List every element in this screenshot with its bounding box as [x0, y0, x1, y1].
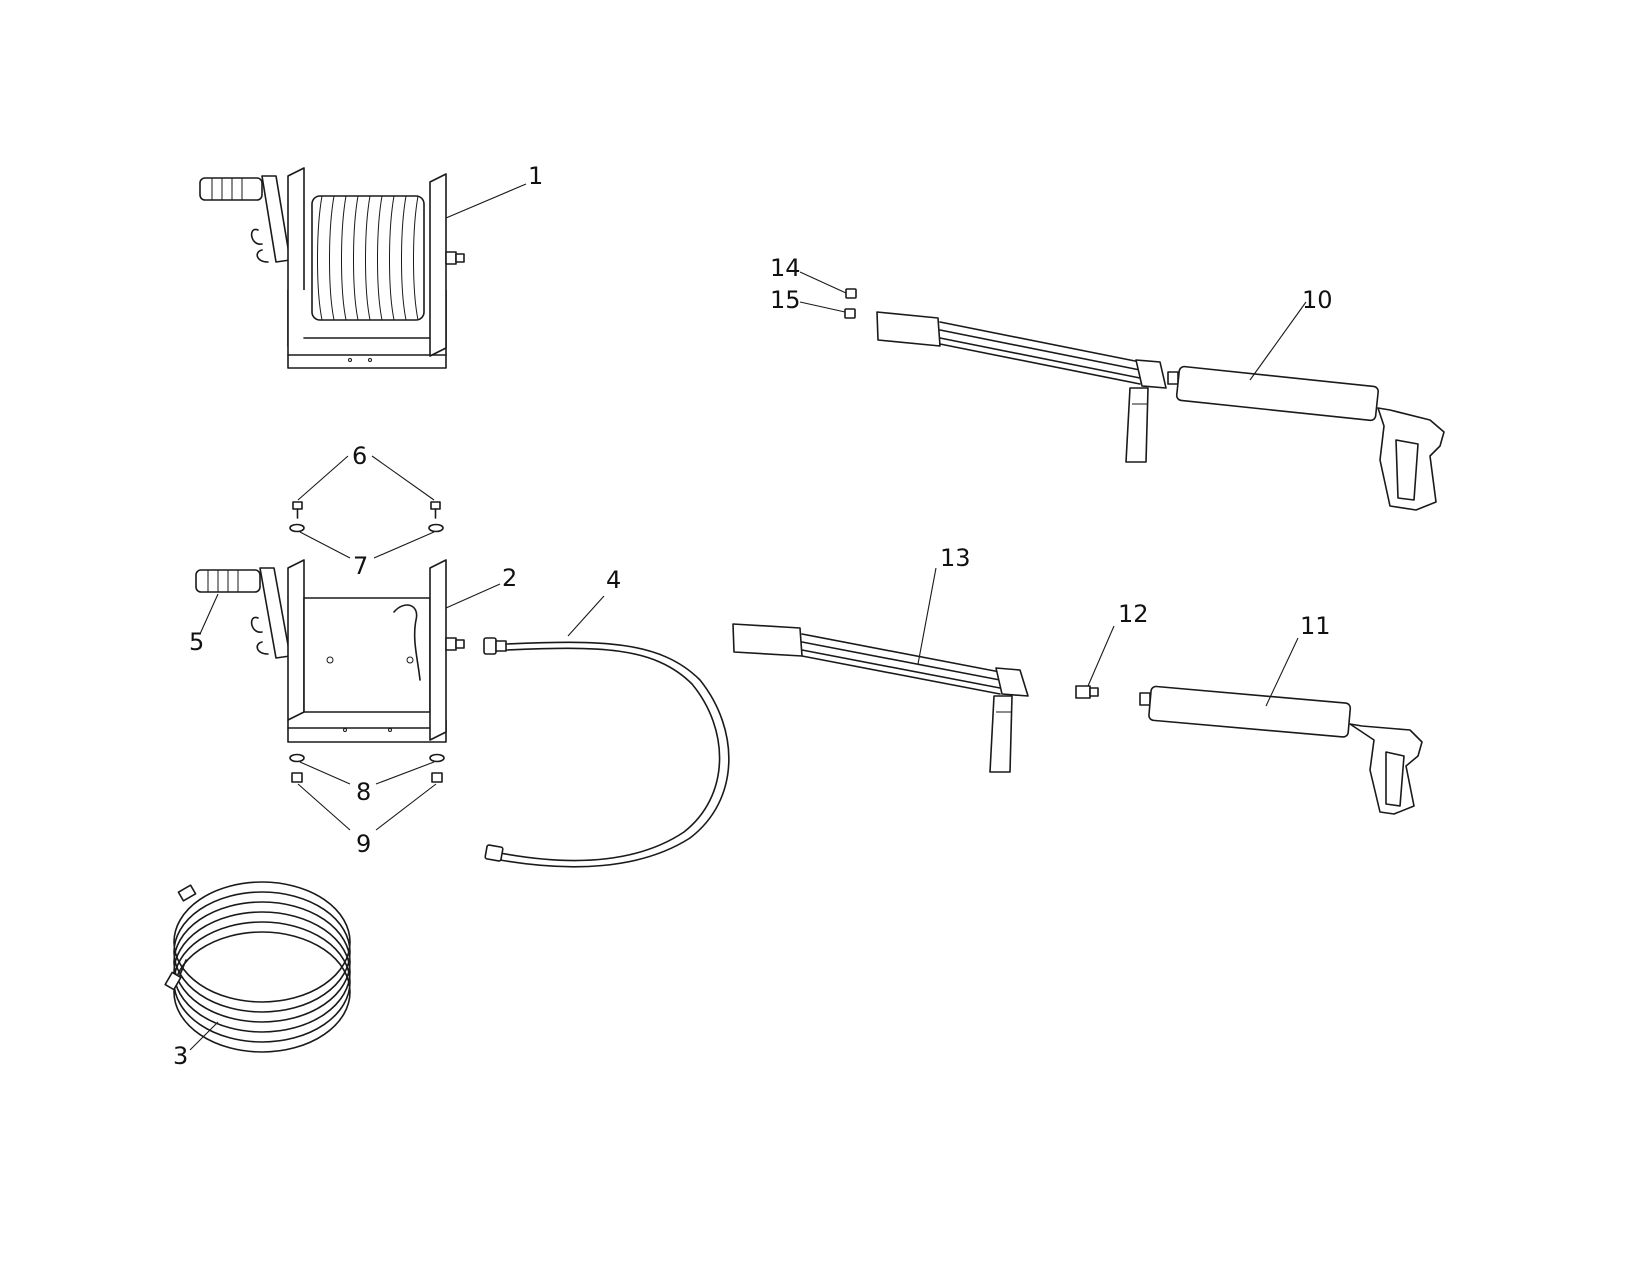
nut-pair — [291, 772, 443, 783]
frame-crank-handle — [195, 567, 291, 659]
nozzle-pair — [844, 288, 857, 319]
reel-hose-coils — [311, 195, 425, 321]
hose-reel-frame — [195, 559, 465, 743]
callout-3: 3 — [173, 1042, 188, 1070]
callout-labels: 1 2 3 4 5 6 7 8 9 10 11 12 13 14 15 — [173, 162, 1333, 1070]
callout-4: 4 — [606, 566, 621, 594]
callout-6: 6 — [352, 442, 367, 470]
callout-10: 10 — [1302, 286, 1333, 314]
callout-2: 2 — [502, 564, 517, 592]
washer-pair-top — [289, 523, 444, 533]
leader-lines — [189, 183, 1307, 1051]
reel-crank-handle — [199, 175, 291, 263]
coiled-hose — [164, 881, 351, 1053]
callout-13: 13 — [940, 544, 971, 572]
hose-reel-assembly — [199, 167, 465, 369]
trigger-gun — [1139, 685, 1423, 815]
callout-5: 5 — [189, 628, 204, 656]
callout-1: 1 — [528, 162, 543, 190]
callout-12: 12 — [1118, 600, 1149, 628]
washer-pair-bottom — [289, 753, 445, 763]
screw-pair — [292, 501, 441, 519]
callout-14: 14 — [770, 254, 801, 282]
callout-8: 8 — [356, 778, 371, 806]
whip-hose — [483, 637, 730, 868]
callout-11: 11 — [1300, 612, 1331, 640]
wand-lance — [732, 623, 1029, 773]
callout-9: 9 — [356, 830, 371, 858]
callout-15: 15 — [770, 286, 801, 314]
callout-7: 7 — [353, 552, 368, 580]
spray-wand-assembly — [876, 311, 1445, 511]
coupler-fitting — [1075, 685, 1099, 699]
